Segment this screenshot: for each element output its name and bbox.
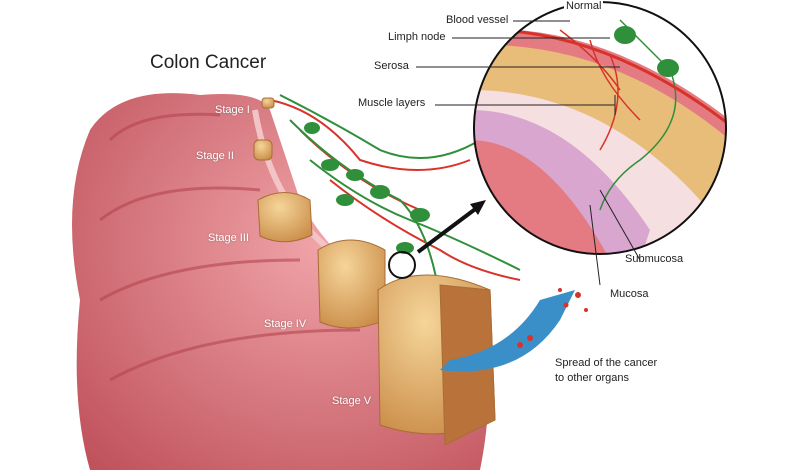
label-stage-5: Stage V xyxy=(332,395,372,407)
tumors xyxy=(253,97,496,446)
label-spread-line2: to other organs xyxy=(555,372,629,384)
label-spread-line1: Spread of the cancer xyxy=(555,357,658,369)
magnifier-circle xyxy=(388,251,416,279)
inset-heading: Normal xyxy=(564,0,604,12)
label-serosa: Serosa xyxy=(374,60,409,72)
normal-tissue-inset xyxy=(474,2,726,254)
label-stage-4: Stage IV xyxy=(264,318,307,330)
leader-lines xyxy=(416,20,641,286)
label-blood-vessel: Blood vessel xyxy=(446,14,509,26)
label-mucosa: Mucosa xyxy=(610,288,649,300)
label-stage-1: Stage I xyxy=(215,104,250,116)
label-stage-3: Stage III xyxy=(208,232,249,244)
label-submucosa: Submucosa xyxy=(625,253,684,265)
page-title: Colon Cancer xyxy=(150,52,267,73)
spread-cells xyxy=(517,288,588,348)
lymph-nodes xyxy=(304,122,430,254)
label-lymph-node: Limph node xyxy=(388,31,446,43)
label-muscle-layers: Muscle layers xyxy=(358,97,426,109)
zoom-arrow xyxy=(416,205,480,254)
spread-arrow xyxy=(440,290,575,372)
label-stage-2: Stage II xyxy=(196,150,234,162)
